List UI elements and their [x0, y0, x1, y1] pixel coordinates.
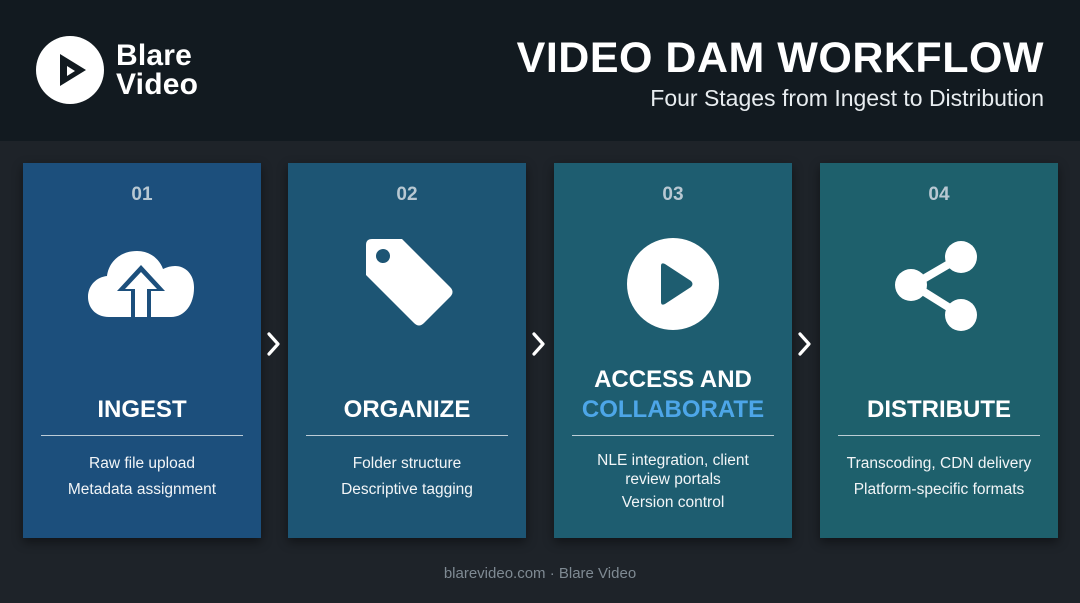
- stage-description: Transcoding, CDN delivery Platform-speci…: [820, 451, 1058, 503]
- stage-label: ORGANIZE: [343, 396, 471, 423]
- stage-line: review portals: [625, 471, 721, 488]
- stage-line: Folder structure: [352, 455, 462, 472]
- stage-card-distribute: 04 DISTRIBUTE Transcoding, CDN delivery …: [820, 163, 1058, 538]
- page-subtitle: Four Stages from Ingest to Distribution: [650, 85, 1044, 111]
- brand-name-line2: Video: [116, 68, 199, 101]
- play-circle-icon: [554, 235, 792, 335]
- footer-credit: blarevideo.com · Blare Video: [443, 565, 637, 582]
- share-icon: [820, 235, 1058, 335]
- chevron-right-icon: [532, 332, 545, 356]
- stage-number: 01: [131, 184, 153, 205]
- stage-divider: [838, 435, 1040, 436]
- stage-description: Folder structure Descriptive tagging: [288, 451, 526, 503]
- stage-divider: [306, 435, 508, 436]
- stage-line: Raw file upload: [89, 455, 195, 472]
- stage-divider: [41, 435, 243, 436]
- stage-line: Transcoding, CDN delivery: [846, 455, 1032, 472]
- stage-number: 03: [662, 184, 684, 205]
- chevron-right-icon: [798, 332, 811, 356]
- stage-card-access-collaborate: 03 ACCESS AND COLLABORATE NLE integratio…: [554, 163, 792, 538]
- stage-number: 04: [928, 184, 950, 205]
- stage-description: NLE integration, client review portals V…: [554, 451, 792, 516]
- stage-card-ingest: 01 INGEST Raw file upload Metadata assig…: [23, 163, 261, 538]
- stage-description: Raw file upload Metadata assignment: [23, 451, 261, 503]
- brand-name: Blare Video: [116, 39, 199, 101]
- stage-line: Platform-specific formats: [853, 481, 1025, 498]
- stage-label-line1: ACCESS AND: [594, 366, 752, 393]
- stage-line: Version control: [621, 494, 725, 511]
- page-title: VIDEO DAM WORKFLOW: [516, 34, 1044, 82]
- stage-divider: [572, 435, 774, 436]
- stage-number: 02: [396, 184, 418, 205]
- stage-card-organize: 02 ORGANIZE Folder structure Descriptive…: [288, 163, 526, 538]
- brand-name-line1: Blare: [116, 39, 193, 72]
- stage-label: DISTRIBUTE: [867, 396, 1011, 423]
- header-bar: Blare Video VIDEO DAM WORKFLOW Four Stag…: [0, 0, 1080, 141]
- logo-play-icon: [36, 36, 104, 104]
- stage-line: NLE integration, client: [597, 452, 749, 469]
- stage-label: INGEST: [97, 396, 187, 423]
- chevron-right-icon: [267, 332, 280, 356]
- tag-icon: [288, 235, 526, 335]
- stage-line: Descriptive tagging: [341, 481, 473, 498]
- stage-line: Metadata assignment: [67, 481, 217, 498]
- stage-label-line2: COLLABORATE: [581, 396, 765, 423]
- brand-logo[interactable]: Blare Video: [36, 36, 198, 104]
- cloud-upload-icon: [23, 235, 261, 335]
